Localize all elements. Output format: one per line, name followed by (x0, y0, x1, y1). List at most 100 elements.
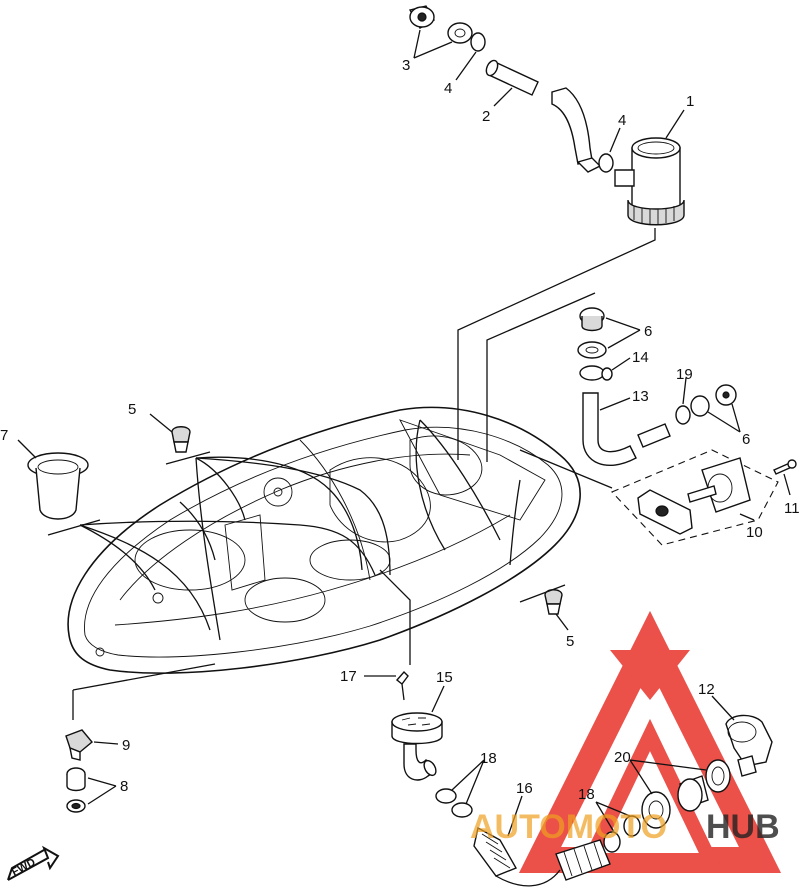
route-b (79, 524, 156, 591)
bilge-pump-group (408, 5, 685, 460)
cap-5a-body (173, 441, 189, 453)
hose-16a (473, 826, 518, 877)
route-8-9 (72, 663, 216, 691)
route-c (79, 524, 211, 631)
leader-19 (682, 377, 687, 405)
clamp-19 (675, 405, 691, 425)
hull-center-well (244, 577, 326, 623)
route-e (195, 457, 221, 641)
route-pump-to-hull (457, 228, 656, 460)
hull-deck-line-1 (119, 453, 471, 601)
callout-15: 15 (436, 669, 453, 686)
route-h (415, 419, 446, 551)
fwd-arrow-shape (7, 845, 60, 881)
bilge-pump-top (631, 137, 681, 159)
hull-seat-contour (329, 457, 431, 543)
nut-8b-bore (71, 802, 81, 810)
leader-1 (665, 109, 685, 139)
hull-console (224, 514, 266, 591)
watermark-text-b: HUB (706, 808, 780, 846)
hose-16b (555, 839, 611, 881)
drain-caps-5 (149, 413, 569, 631)
callout-6b: 6 (742, 431, 750, 448)
gasket-20a (705, 759, 731, 793)
nut-6b (690, 395, 710, 417)
callout-4b: 4 (618, 112, 626, 129)
fwd-direction-marker: FWD (7, 845, 60, 881)
strainer-15-outlet (423, 759, 437, 777)
leader-5b (555, 613, 569, 631)
hull-bow-fitting (152, 592, 164, 604)
route-f (195, 456, 363, 571)
callout-19: 19 (676, 366, 693, 383)
leader-3 (413, 29, 453, 59)
screw-11-head (787, 459, 797, 469)
callout-2: 2 (482, 108, 490, 125)
callout-3: 3 (402, 57, 410, 74)
callout-13: 13 (632, 388, 649, 405)
nut-6a (577, 341, 607, 359)
callout-16: 16 (516, 780, 533, 797)
callout-18a: 18 (480, 750, 497, 767)
plug-9 (65, 729, 93, 753)
leader-4b (609, 127, 621, 153)
callout-1: 1 (686, 93, 694, 110)
hose-13 (582, 392, 637, 467)
bilge-pump-outlet (614, 169, 635, 187)
route-d (195, 457, 246, 521)
route-g (195, 457, 391, 576)
route-16 (495, 869, 561, 887)
elbow-12-spigot (737, 755, 757, 777)
hose-clamp-4b (598, 153, 614, 173)
route-j (509, 479, 521, 566)
leader-9 (93, 741, 119, 745)
fwd-arrow-outline (7, 849, 45, 881)
cap-5a-top (171, 426, 191, 443)
callout-5b: 5 (566, 633, 574, 650)
hose-clamp-4a (470, 32, 486, 52)
nut-6a-bore (585, 346, 599, 354)
clamp-18b (451, 802, 473, 818)
fitting-6b-bore (722, 391, 730, 399)
hose-13-sleeve (637, 423, 671, 448)
steering-hub (273, 487, 283, 497)
nut-3b-bore (454, 28, 466, 38)
steering-wheel (263, 477, 293, 507)
route-15 (379, 569, 411, 665)
hull-stern-deck (399, 419, 546, 521)
leader-5a (149, 413, 173, 433)
drain-plug-8-9 (65, 729, 119, 813)
strainer-15-slots (401, 717, 431, 726)
hull-outer (67, 406, 581, 674)
washer-6a (579, 365, 605, 381)
leader-6a (605, 317, 641, 349)
plug-8a-body (66, 774, 86, 792)
clamp-14 (601, 367, 613, 381)
housing-10b (701, 457, 751, 513)
gasket-20a-inner (711, 766, 725, 786)
route-5a (165, 451, 211, 465)
flange-20b-face (677, 778, 703, 812)
elbow-fitting-12-20 (629, 695, 773, 829)
callout-5a: 5 (128, 401, 136, 418)
watermark-text: AUTOMOTO HUB (470, 808, 780, 846)
leader-4a (455, 51, 477, 81)
cap-5b-body (546, 603, 561, 615)
hull-drain-hole (95, 647, 105, 657)
cup-holder-7 (17, 439, 101, 536)
nut-3b (447, 22, 473, 44)
leader-2 (493, 87, 513, 107)
cup-holder-body (35, 467, 81, 520)
hose-routing (72, 419, 521, 720)
leader-12 (711, 695, 735, 721)
hull-deck-line-3 (299, 439, 371, 581)
screw-17 (395, 670, 409, 685)
leader-15 (431, 685, 445, 713)
clamp-18c (603, 831, 621, 853)
leader-11 (783, 473, 791, 496)
route-k (179, 501, 216, 561)
hull-bow-well (134, 529, 246, 591)
watermark-notch (610, 650, 690, 700)
